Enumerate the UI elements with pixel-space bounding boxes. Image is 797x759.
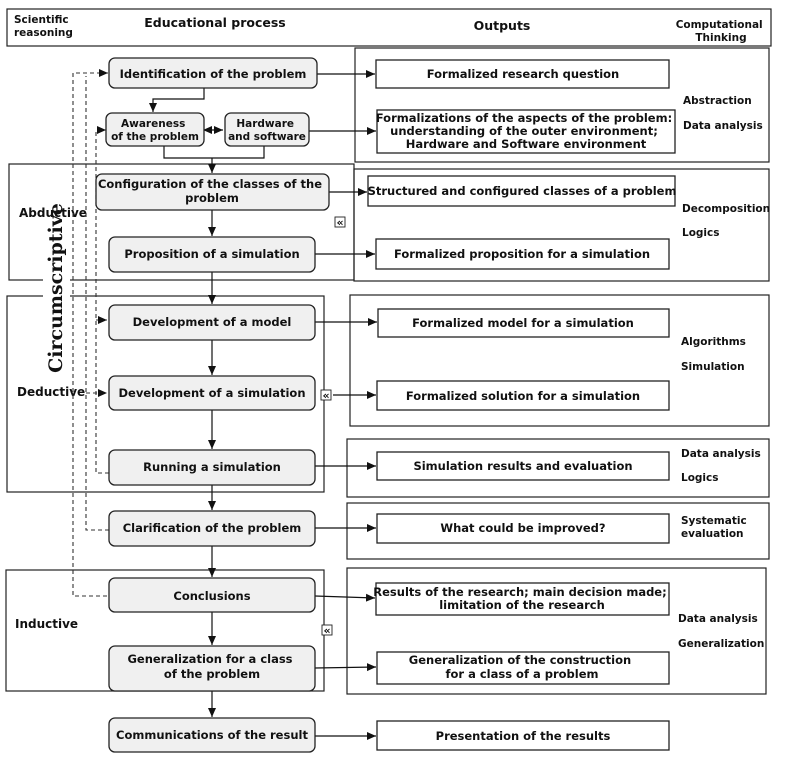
process-identification: Identification of the problem: [108, 57, 318, 89]
output-formalizations: Formalizations of the aspects of the pro…: [376, 109, 676, 154]
output-improved: What could be improved?: [376, 513, 670, 544]
svg-text:Presentation of the results: Presentation of the results: [436, 729, 611, 743]
svg-text:Generalization for a class: Generalization for a class of the proble…: [127, 652, 296, 681]
process-hardware-software: Hardware and software: [224, 112, 310, 147]
feedback-marker-3: «: [323, 624, 330, 637]
svg-text:Structured and configured clas: Structured and configured classes of a p…: [368, 184, 677, 198]
svg-text:Running a simulation: Running a simulation: [143, 460, 281, 474]
process-clarification: Clarification of the problem: [108, 510, 316, 547]
ct-logics: Logics: [682, 227, 720, 239]
ct-data-analysis-3: Data analysis: [678, 613, 758, 625]
ct-abstraction: Abstraction: [683, 95, 752, 107]
svg-text:Hardware and software: Hardware and software: [228, 118, 306, 143]
output-research-question: Formalized research question: [375, 59, 670, 89]
svg-text:Communications of the result: Communications of the result: [116, 728, 308, 742]
ct-logics-2: Logics: [681, 472, 719, 484]
ct-simulation: Simulation: [681, 361, 745, 373]
svg-text:Identification of the problem: Identification of the problem: [120, 67, 307, 81]
header: Scientific reasoning Educational process…: [6, 8, 772, 47]
process-communications: Communications of the result: [108, 717, 316, 753]
svg-text:Formalized solution for a simu: Formalized solution for a simulation: [406, 389, 640, 403]
svg-text:Formalizations of the aspects: Formalizations of the aspects of the pro…: [376, 111, 676, 151]
process-proposition: Proposition of a simulation: [108, 236, 316, 273]
connector-arrows: [149, 70, 377, 740]
feedback-markers: « « «: [320, 216, 346, 637]
output-structured-classes: Structured and configured classes of a p…: [367, 175, 677, 207]
svg-text:Formalized research question: Formalized research question: [427, 67, 619, 81]
process-development-simulation: Development of a simulation: [108, 375, 316, 411]
ct-generalization: Generalization: [678, 638, 764, 650]
circumscriptive-label: Circumscriptive: [45, 203, 67, 373]
header-scientific-reasoning: Scientific reasoning: [14, 14, 73, 39]
ct-data-analysis: Data analysis: [683, 120, 763, 132]
svg-text:Generalization of the constr: Generalization of the construction for a…: [409, 653, 635, 681]
process-generalization: Generalization for a class of the proble…: [108, 645, 316, 692]
circumscriptive-feedback-lines: [72, 69, 109, 597]
inductive-label: Inductive: [15, 617, 78, 631]
output-presentation: Presentation of the results: [376, 720, 670, 751]
output-proposition: Formalized proposition for a simulation: [375, 238, 670, 270]
svg-text:Development of a simulation: Development of a simulation: [118, 386, 305, 400]
output-solution: Formalized solution for a simulation: [376, 380, 670, 411]
output-frames: [346, 47, 770, 695]
svg-text:Development of a model: Development of a model: [133, 315, 292, 329]
ct-decomposition: Decomposition: [682, 203, 770, 215]
svg-text:Clarification of the problem: Clarification of the problem: [123, 521, 302, 535]
ct-algorithms: Algorithms: [681, 336, 746, 348]
process-configuration: Configuration of the classes of the prob…: [95, 173, 330, 211]
computational-thinking-labels: Abstraction Data analysis Decomposition …: [678, 95, 770, 650]
process-awareness: Awareness of the problem: [105, 112, 205, 147]
circumscriptive-label-group: Circumscriptive: [43, 203, 70, 373]
svg-text:Simulation results and evaluat: Simulation results and evaluation: [413, 459, 632, 473]
output-generalization: Generalization of the construction for a…: [376, 651, 670, 685]
process-development-model: Development of a model: [108, 304, 316, 341]
svg-text:Awareness of the problem: Awareness of the problem: [111, 118, 199, 143]
header-educational-process: Educational process: [144, 15, 286, 30]
reasoning-frames: Abductive Deductive Inductive: [5, 163, 355, 692]
feedback-marker-2: «: [322, 389, 329, 402]
header-outputs: Outputs: [474, 18, 531, 33]
svg-text:Conclusions: Conclusions: [173, 589, 250, 603]
process-conclusions: Conclusions: [108, 577, 316, 613]
ct-systematic-evaluation: Systematic evaluation: [681, 515, 750, 540]
svg-text:Results of the research; main: Results of the research; main decision m…: [373, 585, 670, 612]
output-results-evaluation: Simulation results and evaluation: [376, 451, 670, 481]
svg-text:Configuration of the classes o: Configuration of the classes of the prob…: [98, 177, 326, 205]
process-running-simulation: Running a simulation: [108, 449, 316, 486]
svg-text:Formalized model for a simulat: Formalized model for a simulation: [412, 316, 634, 330]
deductive-label: Deductive: [17, 385, 85, 399]
feedback-marker-1: «: [336, 216, 343, 229]
svg-text:What could be improved?: What could be improved?: [440, 521, 605, 535]
output-model: Formalized model for a simulation: [377, 308, 670, 338]
output-research-results: Results of the research; main decision m…: [373, 582, 670, 616]
ct-data-analysis-2: Data analysis: [681, 448, 761, 460]
abductive-label: Abductive: [19, 206, 87, 220]
header-computational-thinking: Computational Thinking: [676, 19, 767, 44]
svg-text:Formalized proposition for a s: Formalized proposition for a simulation: [394, 247, 650, 261]
svg-text:Proposition of a simulation: Proposition of a simulation: [124, 247, 299, 261]
